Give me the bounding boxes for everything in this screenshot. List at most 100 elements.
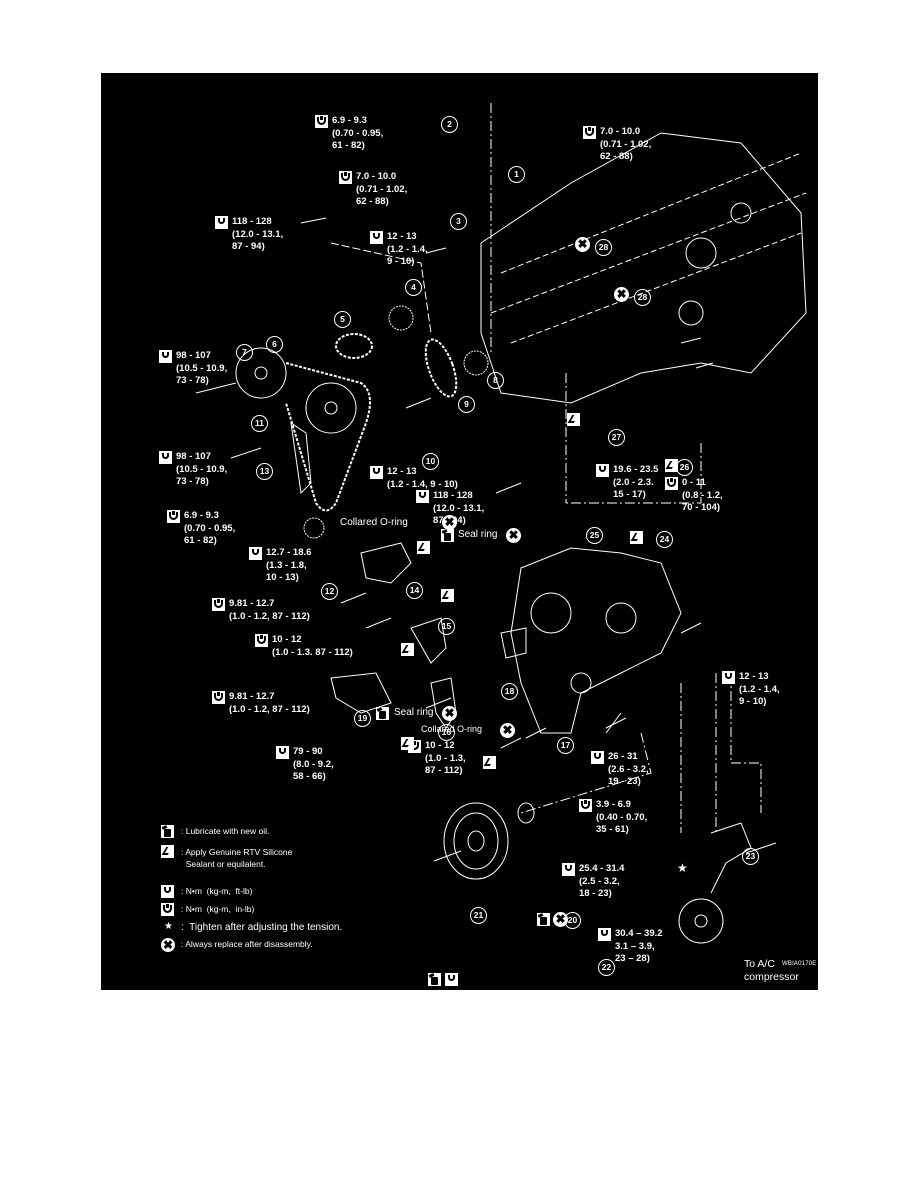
replace-x-icon: ✖ bbox=[614, 287, 629, 302]
refer-installation-note: Refer to “Installation” in “TIMING CHAIN… bbox=[464, 998, 574, 1047]
part-number-10: 10 bbox=[422, 453, 439, 470]
torque-spec-t3: 7.0 - 10.0(0.71 - 1.02,62 - 88) bbox=[600, 126, 651, 164]
torque-in-lb-icon bbox=[212, 691, 225, 704]
torque-spec-line: 0 - 11 bbox=[682, 477, 706, 488]
lubricate-oil-icon bbox=[537, 913, 550, 926]
torque-spec-line: 79 - 90 bbox=[293, 746, 323, 757]
torque-spec-line: (0.71 - 1.02, bbox=[600, 138, 652, 150]
sealant-icon bbox=[665, 459, 678, 472]
torque-spec-line: 15 - 17) bbox=[613, 489, 646, 500]
torque-ft-lb-icon bbox=[249, 547, 262, 560]
torque-spec-line: 30.4 – 39.2 bbox=[615, 928, 663, 939]
torque-spec-line: 3.9 - 6.9 bbox=[596, 799, 631, 810]
torque-spec-line: (2.5 - 3.2, bbox=[579, 875, 620, 887]
legend-lubricate: : Lubricate with new oil. bbox=[161, 825, 269, 865]
part-number-18: 18 bbox=[501, 683, 518, 700]
exploded-diagram-panel: 6.9 - 9.3(0.70 - 0.95,61 - 82)7.0 - 10.0… bbox=[101, 73, 818, 1047]
torque-spec-t22: 25.4 - 31.4(2.5 - 3.2,18 - 23) bbox=[579, 863, 624, 901]
torque-spec-t9: 118 - 128(12.0 - 13.1,87 - 94) bbox=[433, 490, 484, 528]
timing-chain-line-art bbox=[195, 103, 807, 944]
replace-x-icon: ✖ bbox=[442, 515, 457, 530]
torque-spec-line: 9.81 - 12.7 bbox=[229, 691, 275, 702]
lubricate-oil-icon bbox=[428, 973, 441, 986]
cam-sprocket-10 bbox=[305, 382, 357, 434]
timing-chain-6 bbox=[285, 362, 371, 512]
torque-ft-lb-icon bbox=[596, 464, 609, 477]
torque-spec-t15: 10 - 12(1.0 - 1.3. 87 - 112) bbox=[272, 634, 353, 659]
part-number-23: 23 bbox=[742, 848, 759, 865]
torque-spec-line: 9 - 10) bbox=[387, 256, 415, 267]
torque-spec-line: 12 - 13 bbox=[387, 466, 417, 477]
torque-spec-line: 12 - 13 bbox=[387, 231, 417, 242]
torque-spec-line: 7.0 - 10.0 bbox=[356, 171, 397, 182]
part-number-9: 9 bbox=[458, 396, 475, 413]
torque-spec-t17: 12 - 13(1.2 - 1.4,9 - 10) bbox=[739, 671, 780, 709]
torque-spec-line: (1.0 - 1.2, 87 - 112) bbox=[229, 703, 310, 715]
torque-spec-line: 10 - 12 bbox=[272, 634, 302, 645]
replace-x-icon: ✖ bbox=[506, 528, 521, 543]
torque-ft-lb-icon bbox=[161, 885, 174, 898]
torque-spec-line: 58 - 66) bbox=[293, 771, 326, 782]
chain-9 bbox=[424, 338, 458, 398]
torque-spec-t19: 10 - 12(1.0 - 1.3,87 - 112) bbox=[425, 740, 466, 778]
torque-ft-lb-icon bbox=[159, 451, 172, 464]
bolts bbox=[195, 217, 714, 862]
torque-spec-line: 19.6 - 23.5 bbox=[613, 464, 659, 475]
torque-spec-t10: 98 - 107(10.5 - 10.9,73 - 78) bbox=[176, 451, 227, 489]
torque-spec-line: 98 - 107 bbox=[176, 451, 211, 462]
figure-code: WBIA0170E bbox=[782, 961, 817, 967]
torque-ft-lb-icon bbox=[159, 350, 172, 363]
torque-spec-line: (10.5 - 10.9, bbox=[176, 463, 228, 475]
torque-spec-line: 9.81 - 12.7 bbox=[229, 598, 275, 609]
torque-spec-t13: 12.7 - 18.6(1.3 - 1.8,10 - 13) bbox=[266, 547, 311, 585]
part-number-26: 26 bbox=[676, 459, 693, 476]
replace-x-icon: ✖ bbox=[161, 938, 175, 952]
torque-spec-line: 35 - 61) bbox=[596, 824, 629, 835]
torque-spec-line: (0.8 - 1.2, bbox=[682, 489, 723, 501]
chain-5 bbox=[335, 333, 373, 359]
cylinder-head-outline bbox=[480, 132, 807, 404]
sealant-icon bbox=[441, 589, 454, 602]
torque-spec-line: 61 - 82) bbox=[184, 535, 217, 546]
torque-spec-line: 10 - 12 bbox=[425, 740, 455, 751]
torque-spec-t2: 7.0 - 10.0(0.71 - 1.02,62 - 88) bbox=[356, 171, 407, 209]
torque-spec-line: 6.9 - 9.3 bbox=[332, 115, 367, 126]
legend-torque-in-lb: : N•m (kg-m, in-lb) bbox=[161, 903, 254, 943]
torque-spec-t11: 12 - 13(1.2 - 1.4, 9 - 10) bbox=[387, 466, 458, 491]
torque-spec-line: (1.3 - 1.8, bbox=[266, 559, 307, 571]
torque-spec-line: 73 - 78) bbox=[176, 375, 209, 386]
part-number-13: 13 bbox=[256, 463, 273, 480]
torque-spec-line: (0.70 - 0.95, bbox=[184, 522, 236, 534]
torque-spec-t18: 79 - 90(8.0 - 9.2,58 - 66) bbox=[293, 746, 334, 784]
torque-in-lb-icon bbox=[212, 598, 225, 611]
cam-sprocket-7 bbox=[235, 347, 287, 399]
torque-in-lb-icon bbox=[315, 115, 328, 128]
part-number-19: 19 bbox=[354, 710, 371, 727]
seal-ring-label-2: Seal ring bbox=[394, 707, 434, 718]
torque-ft-lb-icon bbox=[722, 671, 735, 684]
gasket-15 bbox=[410, 617, 447, 664]
torque-spec-line: (1.0 - 1.3. 87 - 112) bbox=[272, 646, 353, 658]
torque-ft-lb-icon bbox=[370, 466, 383, 479]
torque-spec-line: 61 - 82) bbox=[332, 140, 365, 151]
torque-spec-line: (1.2 - 1.4, bbox=[387, 243, 428, 255]
part-number-28: 28 bbox=[595, 239, 612, 256]
part-number-8: 8 bbox=[487, 372, 504, 389]
chain-guide-11 bbox=[290, 421, 312, 495]
torque-spec-line: (1.2 - 1.4, 9 - 10) bbox=[387, 478, 458, 490]
torque-in-lb-icon bbox=[339, 171, 352, 184]
torque-spec-line: (1.0 - 1.2, 87 - 112) bbox=[229, 610, 310, 622]
sealant-icon bbox=[417, 541, 430, 554]
star-icon: ★ bbox=[164, 921, 173, 932]
torque-spec-line: 26 - 31 bbox=[608, 751, 638, 762]
part-number-2: 2 bbox=[441, 116, 458, 133]
part-number-16: 16 bbox=[438, 724, 455, 741]
legend-sealant: : Apply Genuine RTV Silicone Sealant or … bbox=[161, 845, 292, 893]
torque-spec-line: 87 - 94) bbox=[433, 515, 466, 526]
front-timing-cover bbox=[510, 547, 682, 734]
part-16 bbox=[430, 677, 457, 729]
lubricate-oil-icon bbox=[376, 707, 389, 720]
torque-spec-line: 62 - 88) bbox=[600, 151, 633, 162]
torque-spec-line: (12.0 - 13.1, bbox=[433, 502, 485, 514]
